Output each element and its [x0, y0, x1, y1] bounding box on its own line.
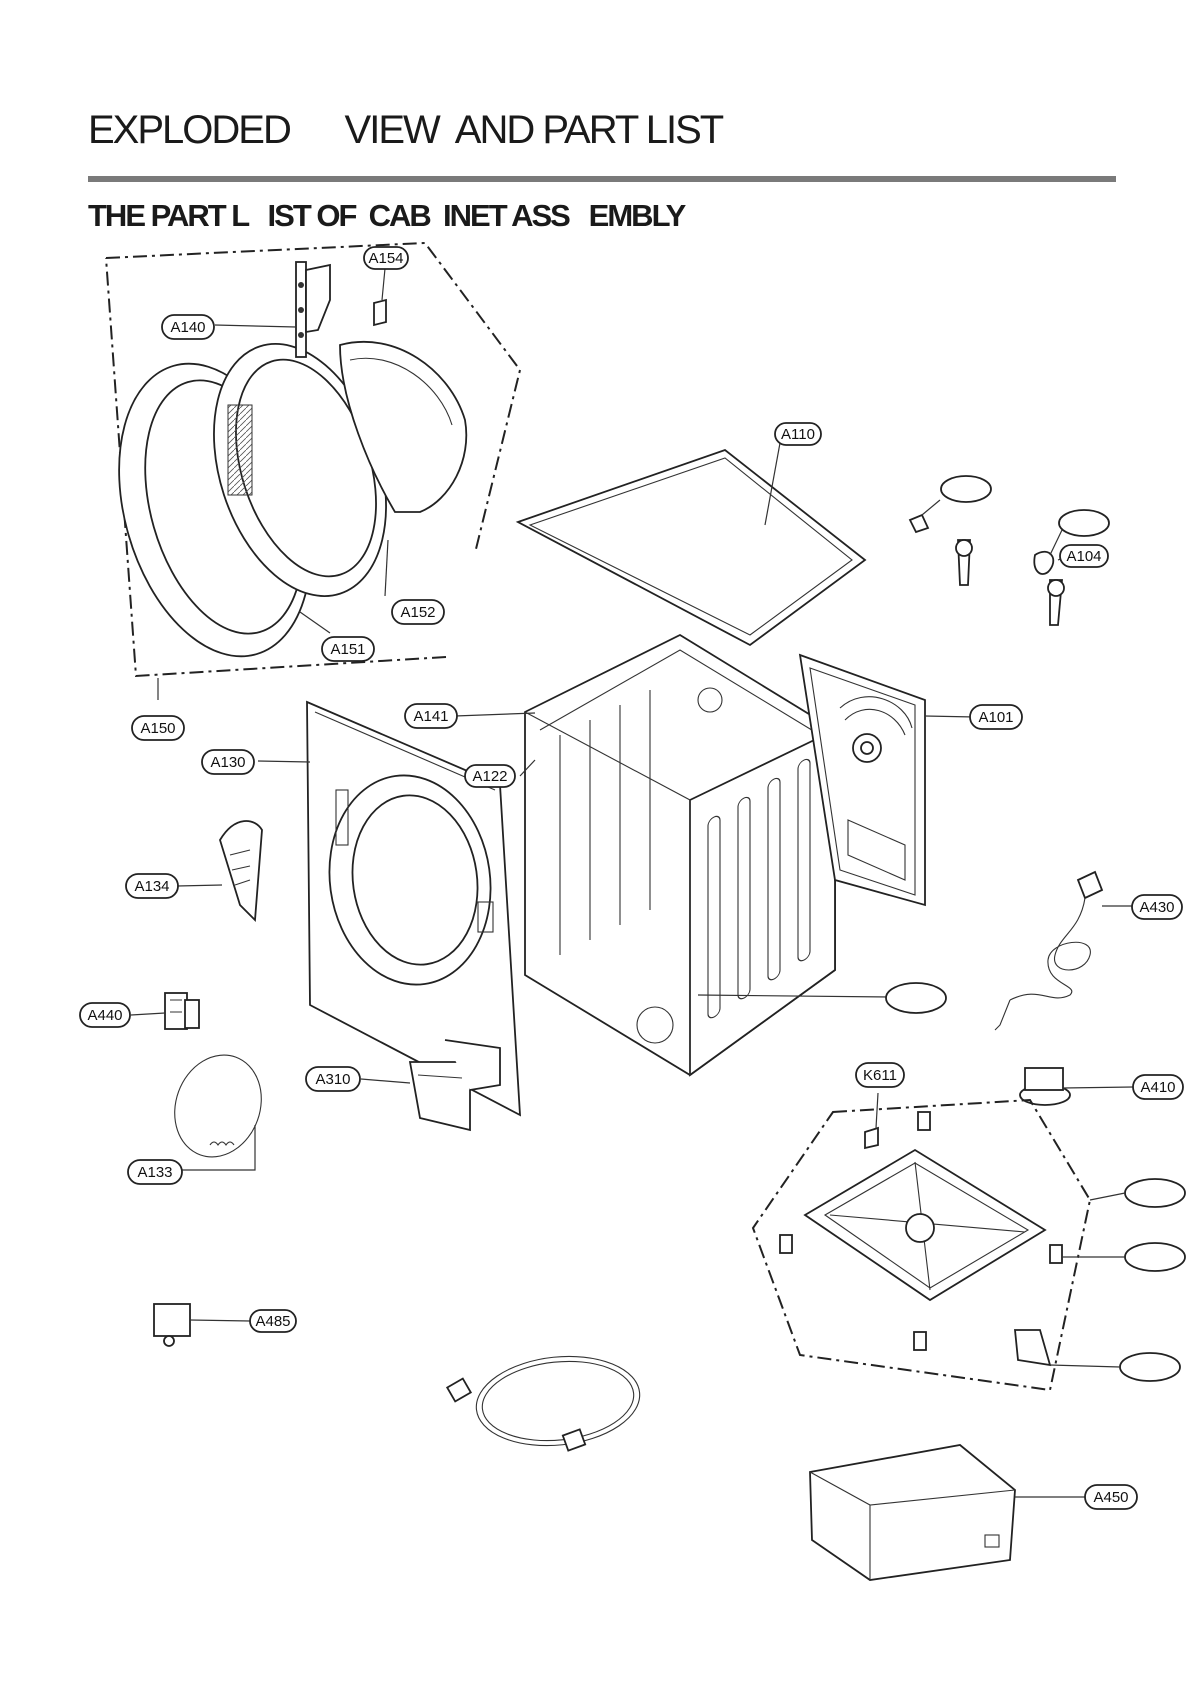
callout-a104: A104	[1059, 544, 1109, 568]
section-title: THE PART L IST OF CAB INET ASS EMBLY	[88, 198, 686, 233]
callout-a141: A141	[404, 703, 458, 729]
svg-text:A140: A140	[170, 319, 205, 336]
back-panel	[798, 653, 976, 907]
detergent-drawer	[360, 1039, 501, 1132]
svg-text:A152: A152	[400, 604, 435, 621]
cabinet-body	[454, 633, 891, 1077]
door-lock	[130, 992, 200, 1030]
side-ribs	[707, 758, 811, 1019]
small-valve-parts	[908, 499, 1066, 626]
svg-text:A133: A133	[137, 1164, 172, 1181]
callout-a150: A150	[131, 715, 185, 741]
page-title: EXPLODED VIEW AND PART LIST	[88, 108, 724, 152]
svg-text:A130: A130	[210, 754, 245, 771]
door-inner-frame	[213, 343, 387, 597]
svg-text:A110: A110	[781, 426, 815, 443]
svg-text:A141: A141	[413, 708, 448, 725]
svg-text:A450: A450	[1093, 1489, 1128, 1506]
svg-text:A430: A430	[1139, 899, 1174, 916]
svg-text:K611: K611	[863, 1067, 897, 1084]
front-panel	[257, 700, 521, 1117]
svg-text:A134: A134	[134, 878, 169, 895]
clamp-wire-ring	[174, 1054, 262, 1171]
svg-text:A122: A122	[472, 768, 507, 785]
callout-a310: A310	[305, 1066, 361, 1092]
title-divider	[88, 176, 1116, 182]
base-frame-group	[751, 1092, 1126, 1392]
callout-a101: A101	[969, 704, 1023, 730]
callout-a130: A130	[201, 749, 255, 775]
adjustable-feet	[779, 1111, 1063, 1351]
door-assembly-group	[105, 241, 522, 700]
callout-a110: A110	[774, 422, 822, 446]
svg-text:A310: A310	[315, 1071, 350, 1088]
callout-a450: A450	[1084, 1484, 1138, 1510]
callout-k611: K611	[855, 1062, 905, 1088]
callout-a151: A151	[321, 636, 375, 662]
door-glass	[339, 340, 468, 513]
callout-a440: A440	[79, 1002, 131, 1028]
svg-text:A410: A410	[1140, 1079, 1175, 1096]
svg-text:A440: A440	[87, 1007, 122, 1024]
callout-a410: A410	[1132, 1074, 1184, 1100]
control-panel-insert	[176, 820, 263, 923]
svg-text:A154: A154	[368, 250, 403, 267]
callout-a154: A154	[363, 246, 409, 270]
pressure-switch	[1019, 1067, 1134, 1106]
pcb-module	[153, 1303, 251, 1347]
callout-a133: A133	[127, 1159, 183, 1185]
door-hinge	[295, 261, 331, 358]
inlet-hose	[445, 1355, 641, 1452]
callout-a430: A430	[1131, 894, 1183, 920]
svg-text:A150: A150	[140, 720, 175, 737]
rear-bracket	[809, 1444, 1085, 1581]
svg-text:A104: A104	[1066, 548, 1101, 565]
top-plate	[515, 442, 867, 647]
callout-a140: A140	[161, 314, 215, 340]
callout-a152: A152	[391, 599, 445, 625]
svg-text:A101: A101	[978, 709, 1013, 726]
callout-a485: A485	[249, 1309, 297, 1333]
callout-a134: A134	[125, 873, 179, 899]
callout-a122: A122	[464, 764, 516, 788]
hinge-clip	[373, 298, 387, 327]
blank-callouts	[885, 475, 1186, 1382]
power-cord	[994, 870, 1132, 1031]
svg-text:A151: A151	[330, 641, 365, 658]
svg-text:A485: A485	[255, 1313, 290, 1330]
